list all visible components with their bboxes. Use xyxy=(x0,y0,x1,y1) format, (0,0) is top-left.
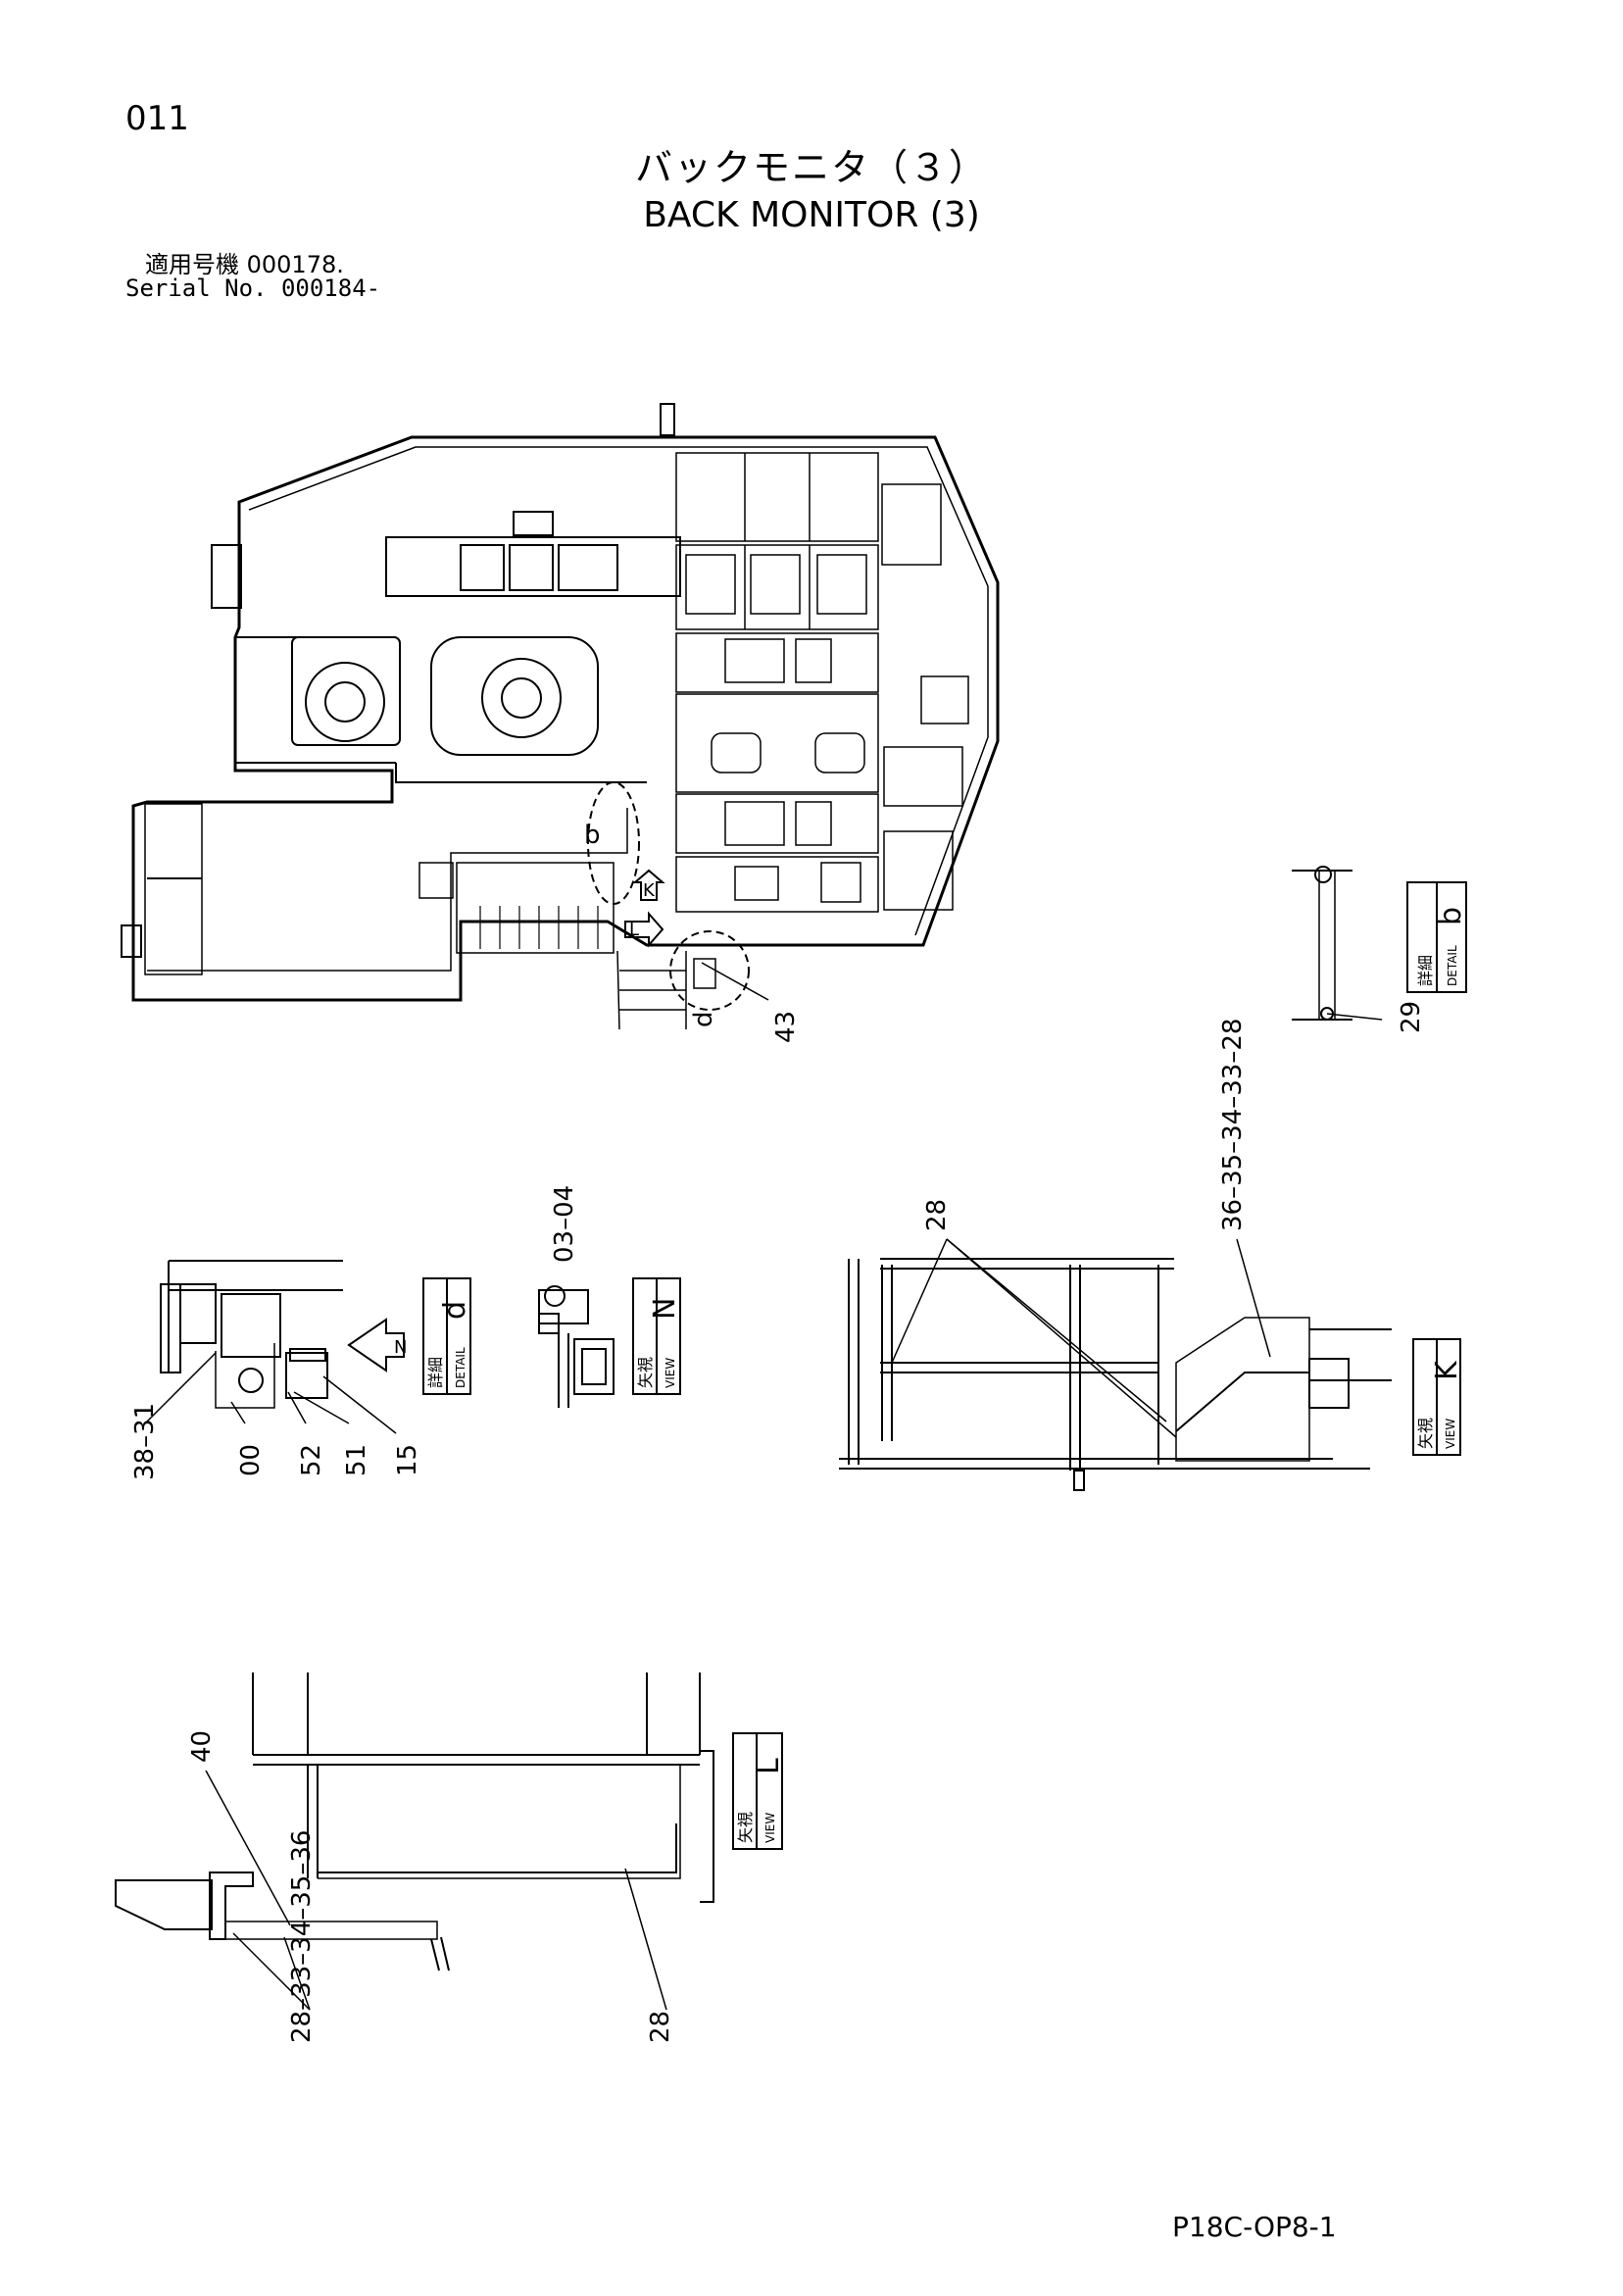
view-n-en: VIEW xyxy=(664,1358,677,1388)
view-l-en: VIEW xyxy=(763,1813,777,1843)
callout-15: 15 xyxy=(393,1444,422,1476)
main-plan-view xyxy=(122,404,998,1029)
callout-52: 52 xyxy=(297,1444,326,1476)
view-k-letter: K xyxy=(1430,1360,1464,1380)
view-n-letter: N xyxy=(648,1298,682,1320)
callout-38-31: 38–31 xyxy=(130,1403,160,1480)
view-k-en: VIEW xyxy=(1444,1419,1457,1449)
view-k-view xyxy=(839,1239,1460,1490)
view-k-jp: 矢視 xyxy=(1416,1418,1435,1449)
detail-d-letter: d xyxy=(438,1301,472,1320)
detail-d-en: DETAIL xyxy=(454,1347,467,1388)
callout-03-04: 03–04 xyxy=(550,1185,579,1263)
callout-51: 51 xyxy=(342,1444,371,1476)
callout-36-35-34-33-28: 36–35–34–33–28 xyxy=(1218,1019,1248,1231)
main-label-b: b xyxy=(584,821,601,850)
detail-b-en: DETAIL xyxy=(1446,945,1459,986)
callout-00: 00 xyxy=(236,1444,266,1476)
callout-l-28: 28 xyxy=(646,2011,675,2043)
main-label-d: d xyxy=(689,1011,718,1027)
callout-k-28: 28 xyxy=(922,1199,952,1231)
view-l-letter: L xyxy=(752,1758,786,1774)
detail-b-view xyxy=(1292,867,1466,1020)
detail-b-letter: b xyxy=(1434,907,1468,925)
callout-43: 43 xyxy=(771,1011,801,1043)
detail-d-jp: 詳細 xyxy=(426,1357,445,1388)
view-l-jp: 矢視 xyxy=(736,1812,755,1843)
detail-b-jp: 詳細 xyxy=(1416,955,1435,986)
view-l-view xyxy=(116,1672,782,2010)
callout-40: 40 xyxy=(187,1730,217,1763)
detail-d-arrow-n: N xyxy=(394,1337,407,1358)
main-arrow-k: K xyxy=(643,880,656,901)
callout-28-33-34-35-36: 28–33–34–35–36 xyxy=(287,1830,317,2043)
detail-d-view xyxy=(145,1261,470,1433)
main-arrow-l: L xyxy=(629,920,639,940)
view-n-jp: 矢視 xyxy=(636,1357,655,1388)
callout-29: 29 xyxy=(1397,1001,1426,1033)
